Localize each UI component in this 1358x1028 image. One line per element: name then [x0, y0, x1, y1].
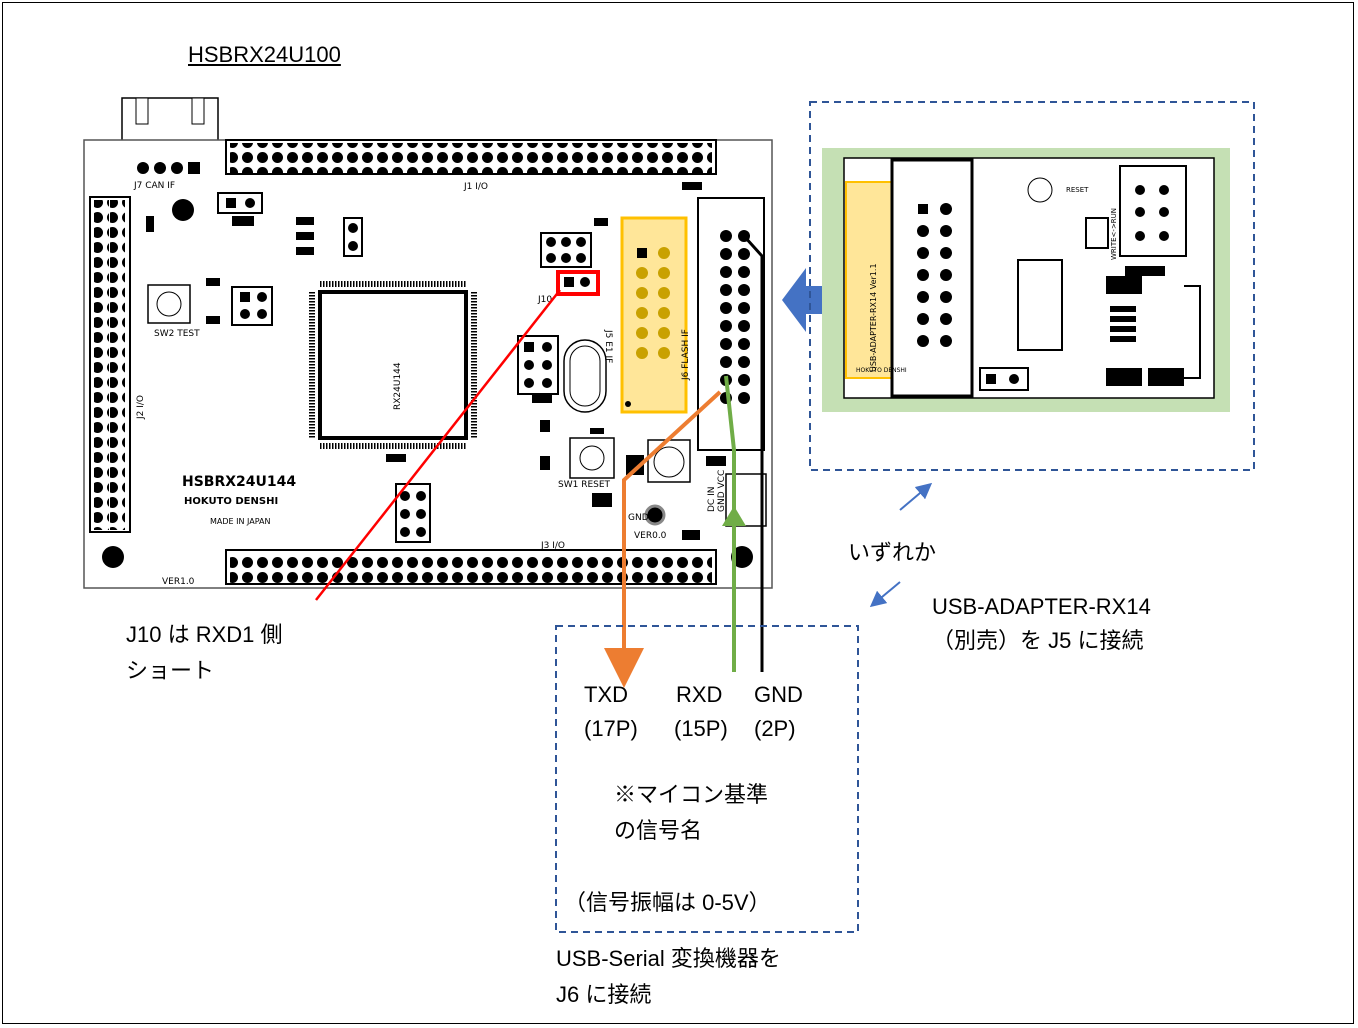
j1-header: [225, 139, 717, 175]
adapter-dashed-box: [809, 101, 1255, 471]
sw1-button: [569, 437, 615, 479]
sw1-silk-label: SW1 RESET: [558, 480, 611, 490]
signal-rxd: RXD: [676, 682, 723, 707]
board-silk-maker: HOKUTO DENSHI: [184, 496, 278, 507]
j2-silk-label: J2 I/O: [136, 395, 146, 420]
pin-txd: (17P): [584, 716, 638, 741]
usb-adapter-board: USB-ADAPTER-RX14 Ver1.1 HOKUTO DENSHI RE…: [822, 148, 1230, 412]
gnd-test-point: [644, 504, 666, 526]
either-note: いずれか: [848, 540, 937, 565]
board-silk-made-in: MADE IN JAPAN: [210, 517, 270, 526]
sw2-button: [147, 284, 191, 324]
j7-can-header: [137, 162, 200, 174]
j3-silk-label: J3 I/O: [540, 541, 565, 551]
j3-header: [225, 549, 717, 585]
signal-txd: TXD: [584, 682, 628, 707]
crystal-x1: [563, 339, 607, 413]
j10-pointer-line: [315, 289, 561, 601]
adapter-silk-maker: HOKUTO DENSHI: [856, 367, 907, 374]
board-title: HSBRX24U100: [188, 42, 341, 67]
j5-highlight: [620, 216, 688, 414]
j2-header: [89, 196, 131, 533]
j10-note-line1: J10 は RXD1 側: [126, 622, 283, 647]
smd-parts: [146, 182, 726, 540]
capacitor-c9: [647, 439, 691, 483]
gnd-vcc-label: GND VCC: [717, 470, 727, 512]
jumper-cluster: [517, 335, 559, 395]
board-silk-name: HSBRX24U144: [182, 474, 296, 490]
chip-silk-label: RX24U144: [393, 362, 403, 410]
adapter-note-line2: （別売）を J5 に接続: [932, 628, 1144, 653]
mount-hole: [102, 546, 124, 568]
rxd-arrow: [722, 506, 746, 526]
dc-in-label: DC IN: [707, 487, 717, 512]
ver0-silk-label: VER0.0: [634, 531, 667, 541]
rxd-wire: [724, 375, 736, 672]
adapter-reset-label: RESET: [1066, 186, 1089, 194]
serial-note-line1: USB-Serial 変換機器を: [556, 946, 781, 971]
j5-silk-label: J5 E1 IF: [603, 329, 613, 363]
j6-silk-label: J6 FLASH IF: [681, 329, 691, 381]
txd-wire: [604, 390, 722, 688]
j10-silk-label: J10: [537, 295, 552, 305]
j10-note-line2: ショート: [126, 658, 215, 683]
adapter-write-run-label: WRITE<->RUN: [1110, 208, 1118, 260]
mount-hole: [172, 199, 194, 221]
serial-dashed-box: [555, 625, 859, 933]
gnd-silk-label: GND: [628, 513, 649, 523]
sw2-silk-label: SW2 TEST: [154, 329, 200, 339]
either-arrow-down: [869, 581, 901, 608]
j11-header: [540, 232, 592, 268]
adapter-note-line1: USB-ADAPTER-RX14: [932, 594, 1151, 619]
j13-header: [217, 192, 263, 214]
j9-header: [343, 217, 363, 257]
reference-note-line2: の信号名: [614, 818, 703, 843]
adapter-silk-name: USB-ADAPTER-RX14 Ver1.1: [869, 263, 878, 372]
amplitude-note: （信号振幅は 0-5V）: [564, 890, 771, 915]
reference-note-line1: ※マイコン基準: [614, 782, 769, 807]
pin-rxd: (15P): [674, 716, 728, 741]
j1-silk-label: J1 I/O: [463, 182, 488, 192]
gnd-wire: [742, 234, 764, 672]
signal-gnd: GND: [754, 682, 803, 707]
either-arrow-up: [899, 482, 933, 511]
j7-silk-label: J7 CAN IF: [133, 181, 175, 191]
j10-red-marker: [556, 270, 600, 296]
pgavss-jumpers: [395, 483, 431, 543]
mount-hole: [731, 546, 753, 568]
adapter-direction-arrow: [782, 268, 832, 332]
mcu-chip: [309, 281, 477, 449]
version-silk-label: VER1.0: [162, 577, 195, 587]
pin-gnd: (2P): [754, 716, 796, 741]
j14-header: [231, 286, 273, 326]
serial-note-line2: J6 に接続: [556, 982, 652, 1007]
